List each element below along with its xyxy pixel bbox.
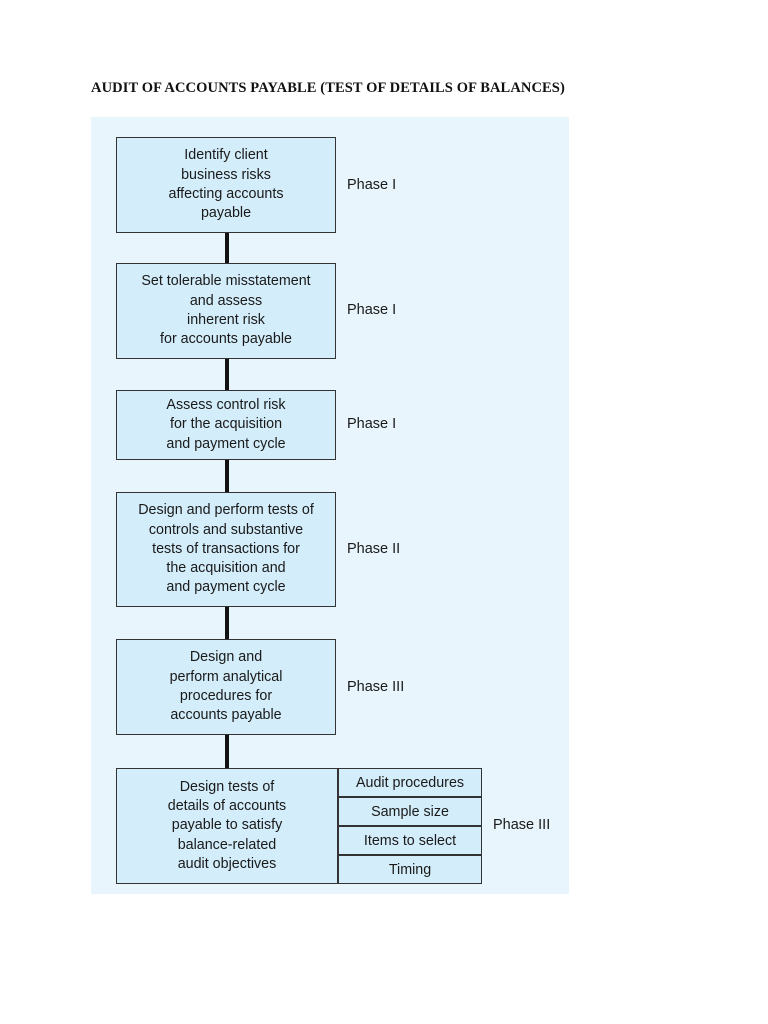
page-title: AUDIT OF ACCOUNTS PAYABLE (TEST OF DETAI… xyxy=(91,80,565,96)
phase-label: Phase II xyxy=(347,541,401,557)
connector-3-4 xyxy=(225,460,229,492)
step-box-tests-of-details: Design tests of details of accounts paya… xyxy=(116,768,338,884)
sub-item-audit-procedures: Audit procedures xyxy=(338,768,482,797)
connector-4-5 xyxy=(225,607,229,639)
step-box-tolerable-misstatement: Set tolerable misstatement and assess in… xyxy=(116,263,336,359)
phase-label: Phase III xyxy=(347,679,405,695)
connector-1-2 xyxy=(225,233,229,263)
phase-label: Phase I xyxy=(347,302,397,318)
step-box-analytical-procedures: Design and perform analytical procedures… xyxy=(116,639,336,735)
sub-item-items-to-select: Items to select xyxy=(338,826,482,855)
step-box-identify-risks: Identify client business risks affecting… xyxy=(116,137,336,233)
step-text: Design and perform analytical procedures… xyxy=(169,649,283,724)
step-text: Set tolerable misstatement and assess in… xyxy=(141,273,311,348)
phase-label: Phase I xyxy=(347,177,397,193)
step-text: Design and perform tests of controls and… xyxy=(138,502,314,596)
step-text: Identify client business risks affecting… xyxy=(168,147,284,222)
phase-label: Phase III xyxy=(493,817,551,833)
connector-2-3 xyxy=(225,359,229,390)
phase-label: Phase I xyxy=(347,416,397,432)
step-text: Design tests of details of accounts paya… xyxy=(167,778,287,872)
sub-item-sample-size: Sample size xyxy=(338,797,482,826)
step-box-control-risk: Assess control risk for the acquisition … xyxy=(116,390,336,460)
step-box-tests-of-controls: Design and perform tests of controls and… xyxy=(116,492,336,607)
sub-item-timing: Timing xyxy=(338,855,482,884)
step-text: Assess control risk for the acquisition … xyxy=(166,397,286,452)
connector-5-6 xyxy=(225,735,229,768)
